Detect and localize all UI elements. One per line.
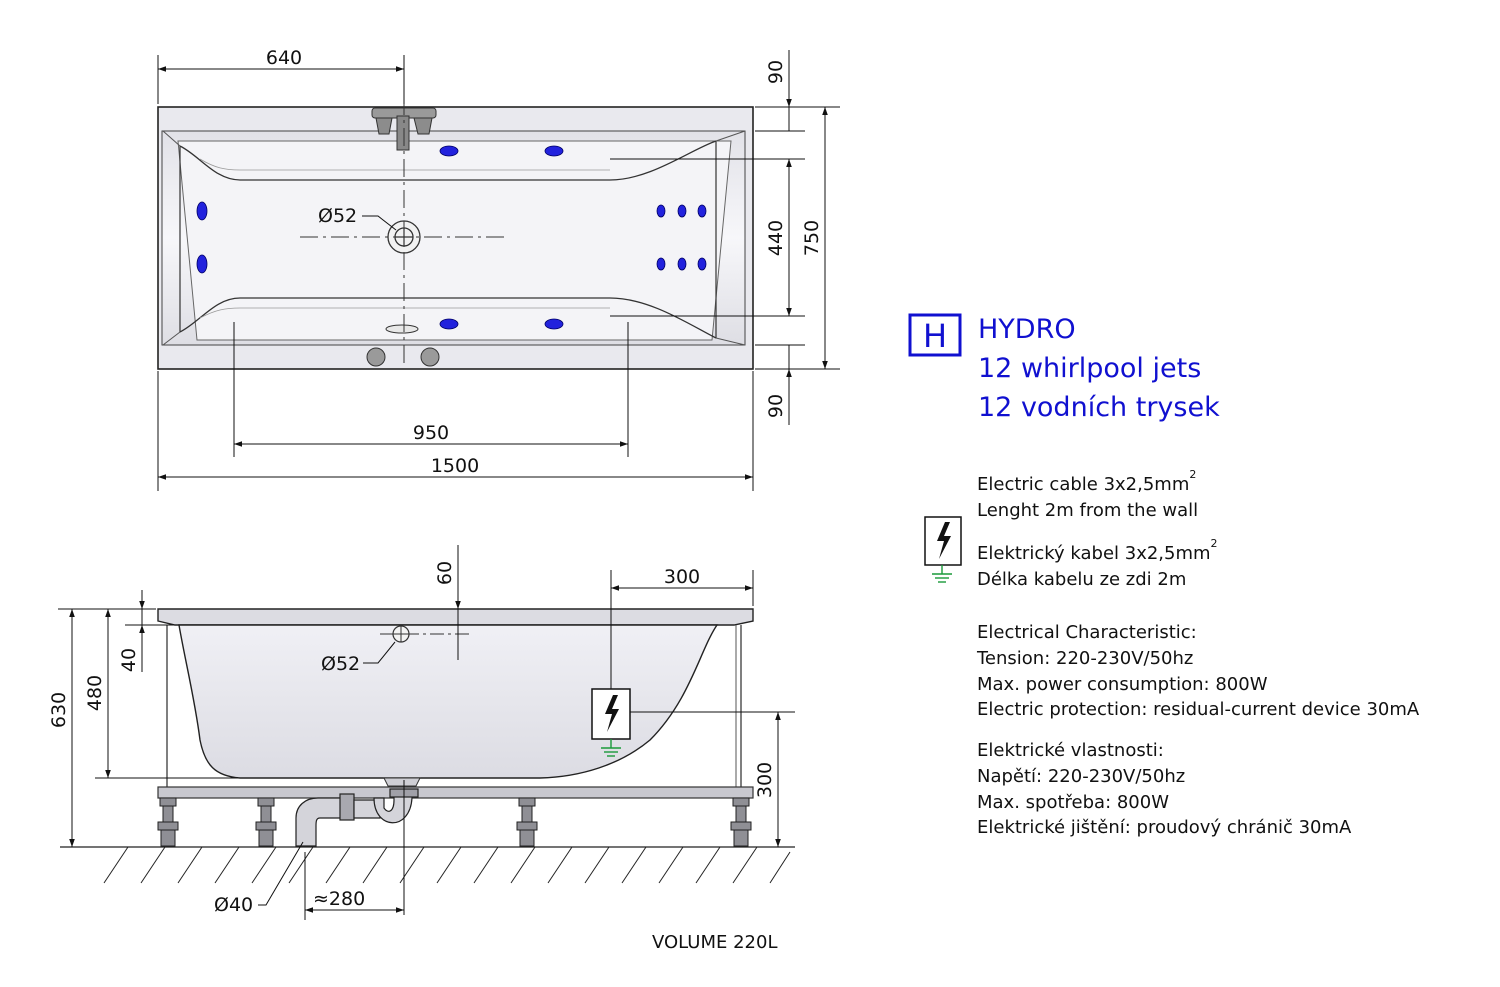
dim-440-label: 440 bbox=[765, 220, 787, 256]
char-en-tension: Tension: 220-230V/50hz bbox=[976, 648, 1193, 669]
char-cz-power: Max. spotřeba: 800W bbox=[977, 792, 1169, 813]
dim-630-label: 630 bbox=[48, 692, 70, 728]
dim-40-label: 40 bbox=[118, 648, 140, 672]
jet-icon bbox=[656, 257, 666, 271]
dim-300-top-label: 300 bbox=[664, 566, 700, 588]
siphon-pipe bbox=[295, 788, 419, 847]
dim-640-label: 640 bbox=[266, 47, 302, 69]
char-cz-protection: Elektrické jištění: proudový chránič 30m… bbox=[977, 817, 1352, 838]
hydro-badge-letter: H bbox=[923, 317, 947, 355]
hydro-title: HYDRO bbox=[978, 314, 1076, 345]
char-en-power: Max. power consumption: 800W bbox=[977, 674, 1268, 695]
dim-90-top-label: 90 bbox=[765, 60, 787, 84]
volume-label: VOLUME 220L bbox=[652, 932, 777, 953]
cable-cz: Elektrický kabel 3x2,5mm2 bbox=[977, 537, 1218, 564]
drain-diameter-label: Ø52 bbox=[318, 205, 357, 227]
support-frame bbox=[157, 786, 754, 799]
electrical-box-icon bbox=[591, 688, 631, 757]
jet-icon bbox=[544, 145, 564, 157]
cable-cz-sup: 2 bbox=[1211, 537, 1218, 550]
jet-icon bbox=[697, 257, 707, 271]
drain-offset-label: ≈280 bbox=[313, 888, 365, 910]
dim-1500-label: 1500 bbox=[431, 455, 479, 477]
dim-480-label: 480 bbox=[84, 675, 106, 711]
jet-icon bbox=[656, 204, 666, 218]
cable-en-sup: 2 bbox=[1189, 468, 1196, 481]
electric-legend: Electric cable 3x2,5mm2 Lenght 2m from t… bbox=[924, 468, 1420, 838]
char-cz-heading: Elektrické vlastnosti: bbox=[977, 740, 1164, 761]
electrical-box-legend-icon bbox=[924, 516, 962, 583]
dim-90-bottom-label: 90 bbox=[765, 394, 787, 418]
jet-icon bbox=[196, 254, 208, 274]
jet-icon bbox=[677, 257, 687, 271]
hydro-jets-en: 12 whirlpool jets bbox=[978, 353, 1201, 384]
whirlpool-jets bbox=[196, 145, 707, 330]
jet-icon bbox=[697, 204, 707, 218]
adjustable-feet bbox=[157, 797, 752, 847]
jet-icon bbox=[196, 201, 208, 221]
dim-300-right-label: 300 bbox=[754, 762, 776, 798]
overflow-diameter-label: Ø52 bbox=[321, 653, 360, 675]
floor-hatching bbox=[103, 846, 791, 884]
length-en: Lenght 2m from the wall bbox=[977, 500, 1198, 521]
jet-icon bbox=[677, 204, 687, 218]
faucet-icon bbox=[371, 107, 437, 151]
dim-750-label: 750 bbox=[801, 220, 823, 256]
char-cz-tension: Napětí: 220-230V/50hz bbox=[977, 766, 1185, 787]
hydro-badge bbox=[908, 313, 962, 357]
side-view: Ø52 60 300 300 40 bbox=[48, 545, 795, 953]
control-knob-icon bbox=[366, 347, 386, 367]
side-basin bbox=[178, 624, 719, 779]
hydro-legend: H HYDRO 12 whirlpool jets 12 vodních try… bbox=[908, 313, 1220, 423]
jet-icon bbox=[439, 318, 459, 330]
cable-en: Electric cable 3x2,5mm2 bbox=[977, 468, 1196, 495]
control-knob-icon bbox=[420, 347, 440, 367]
hydro-jets-cz: 12 vodních trysek bbox=[978, 392, 1220, 423]
jet-icon bbox=[544, 318, 564, 330]
dim-60-label: 60 bbox=[434, 561, 456, 585]
pipe-diameter-label: Ø40 bbox=[214, 894, 253, 916]
jet-icon bbox=[439, 145, 459, 157]
char-en-heading: Electrical Characteristic: bbox=[977, 622, 1197, 643]
length-cz: Délka kabelu ze zdi 2m bbox=[977, 569, 1186, 590]
top-view: Ø52 640 90 440 750 90 950 bbox=[157, 47, 840, 491]
char-en-protection: Electric protection: residual-current de… bbox=[977, 699, 1420, 720]
dim-950-label: 950 bbox=[413, 422, 449, 444]
